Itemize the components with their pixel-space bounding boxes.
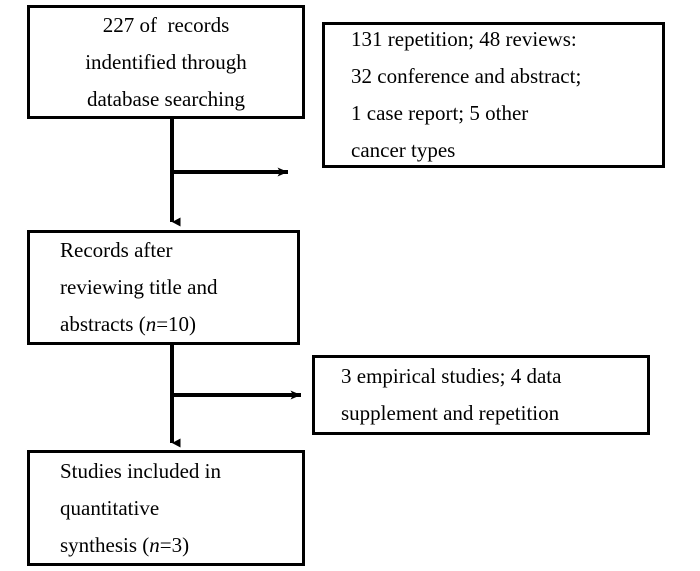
box-records-identified: 227 of records indentified through datab… bbox=[27, 5, 305, 119]
box-line: cancer types bbox=[351, 138, 456, 162]
box-records-excluded-first-stage: 131 repetition; 48 reviews: 32 conferenc… bbox=[322, 22, 665, 168]
box-line: indentified through bbox=[85, 49, 247, 74]
box-line: synthesis (n=3) bbox=[60, 532, 190, 557]
box-line: abstracts (n=10) bbox=[60, 312, 197, 336]
box-line: Studies included in bbox=[60, 458, 221, 483]
box-line: 32 conference and abstract; bbox=[351, 64, 582, 88]
box-line: 1 case report; 5 other bbox=[351, 101, 529, 125]
box-line: 131 repetition; 48 reviews: bbox=[351, 27, 577, 51]
box-records-after-screening: Records after reviewing title and abstra… bbox=[27, 230, 300, 345]
box-line: database searching bbox=[86, 86, 245, 111]
box-line: 227 of records bbox=[102, 12, 230, 37]
box-studies-included: Studies included in quantitative synthes… bbox=[27, 450, 305, 566]
box-line: supplement and repetition bbox=[341, 401, 560, 425]
box-line: 3 empirical studies; 4 data bbox=[341, 364, 562, 388]
box-line: quantitative bbox=[60, 495, 160, 520]
box-records-excluded-second-stage: 3 empirical studies; 4 data supplement a… bbox=[312, 355, 650, 435]
box-line: reviewing title and bbox=[60, 275, 218, 299]
box-line: Records after bbox=[60, 238, 173, 262]
